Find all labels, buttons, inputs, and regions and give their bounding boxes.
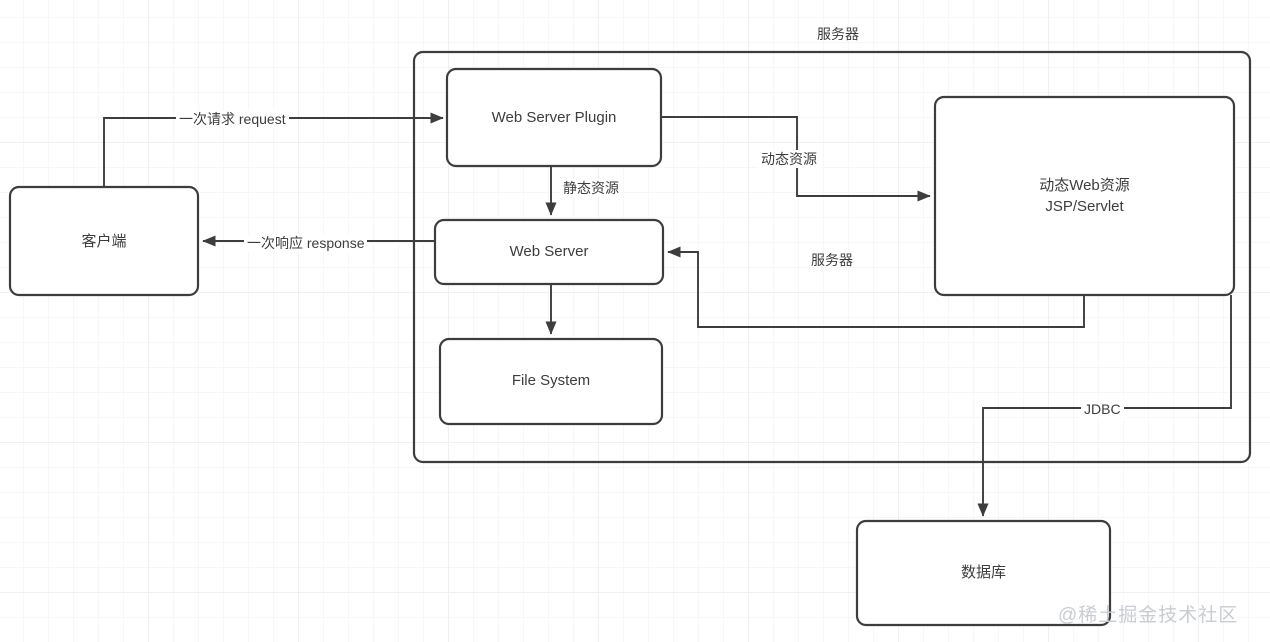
edge-label-response: 一次响应 response [244,234,368,253]
web-server-plugin-node[interactable] [447,69,661,166]
client-node[interactable] [10,187,198,295]
edge-label-jdbc: JDBC [1081,400,1124,419]
database-node[interactable] [857,521,1110,625]
web-server-box[interactable] [433,218,665,286]
server-container-box [412,50,1252,464]
edge-label-static-resource: 静态资源 [560,179,622,198]
database-box[interactable] [855,519,1112,627]
server-inner-note: 服务器 [811,252,853,268]
edge-request [103,112,444,187]
dynamic-web-resource-node[interactable] [935,97,1234,295]
file-system-box[interactable] [438,337,664,426]
server-container-title: 服务器 [817,26,859,42]
file-system-node[interactable] [440,339,662,424]
edge-dynamic-return [667,246,1085,328]
web-server-node[interactable] [435,220,663,284]
edge-label-dynamic-resource: 动态资源 [758,150,820,169]
edge-label-request: 一次请求 request [176,110,289,129]
